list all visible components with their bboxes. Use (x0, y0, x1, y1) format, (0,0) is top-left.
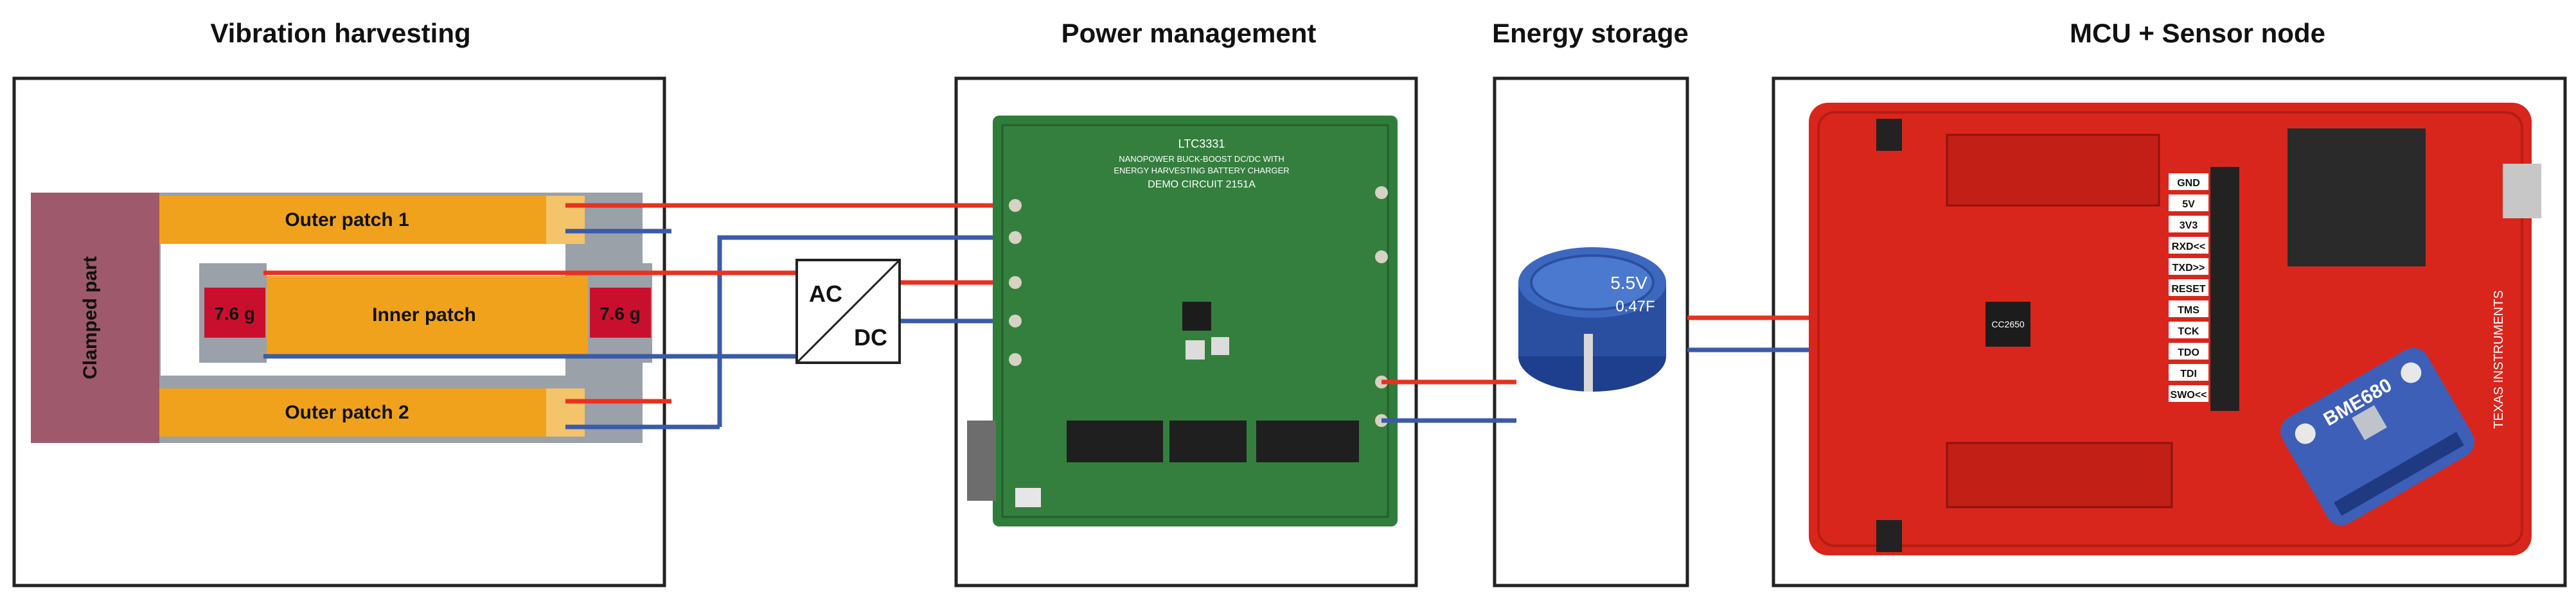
mcu-pin-label: 3V3 (2180, 220, 2198, 231)
pmic-part-label: LTC3331 (1178, 137, 1225, 150)
mcu-vendor-label: TEXAS INSTRUMENTS (2492, 290, 2506, 429)
pmic-terminal (1375, 186, 1388, 199)
mcu-pin-label-bg (2169, 258, 2208, 275)
proof-mass-right-core (590, 288, 651, 338)
mcu-pin-label: GND (2177, 178, 2200, 189)
pmic-desc-line1: NANOPOWER BUCK-BOOST DC/DC WITH (1119, 154, 1284, 164)
proof-mass-left-label: 7.6 g (214, 304, 255, 324)
inner-patch-label: Inner patch (372, 304, 476, 326)
proof-mass-right-label: 7.6 g (600, 304, 641, 324)
pmic-terminal (1009, 276, 1022, 289)
rectifier-dc-label: DC (854, 324, 887, 351)
pmic-ic (1182, 302, 1211, 331)
mcu-pin-label-bg (2169, 300, 2208, 317)
mcu-header-top (1946, 134, 2160, 207)
mcu-pin-label-bg (2169, 385, 2208, 402)
supercapacitor: 5.5V 0.47F (1518, 247, 1666, 392)
mcu-usb-connector (2503, 164, 2541, 218)
bme680-chip (2352, 405, 2387, 440)
acdc-rectifier: AC DC (795, 259, 901, 364)
mcu-header-bottom (1946, 442, 2173, 508)
rectifier-diagonal (795, 259, 901, 364)
mcu-main-chip (2287, 128, 2426, 266)
pmic-desc-line2: ENERGY HARVESTING BATTERY CHARGER (1114, 166, 1289, 175)
pmic-logo (1015, 488, 1041, 507)
mcu-pin-label-bg (2169, 195, 2208, 211)
harvester-wiring (263, 203, 1000, 430)
mcu-header-left-bottom (1876, 520, 1902, 552)
mcu-pin-label: TXD>> (2172, 263, 2205, 274)
outer-patch-1-electrode (546, 196, 585, 244)
mcu-pin-label: TCK (2178, 326, 2199, 337)
mcu-header-left-top (1876, 119, 1902, 151)
pmic-terminal (1009, 199, 1022, 212)
pmic-jumper-row (1067, 421, 1163, 462)
pmic-edge-connector (967, 421, 996, 501)
wire-outer-negative-bus (717, 235, 1000, 427)
bme680-pcb (2280, 347, 2474, 526)
mcu-pin-label-bg (2169, 343, 2208, 360)
pmic-desc-line3: DEMO CIRCUIT 2151A (1148, 179, 1256, 190)
proof-mass-left-core (204, 288, 265, 338)
mcu-pin-label: TDI (2180, 369, 2197, 379)
vibration-harvester: Clamped part Outer patch 1 Inner patch 7… (31, 193, 652, 443)
pmic-jumper-row (1256, 421, 1359, 462)
title-energy-storage: Energy storage (1492, 18, 1689, 48)
supercap-lead (1584, 334, 1593, 392)
bme680-mount-hole (2295, 423, 2316, 444)
outer-patch-2-label: Outer patch 2 (285, 402, 409, 423)
clamped-part (31, 193, 159, 443)
outer-patch-2 (159, 388, 546, 437)
mcu-pin-label: SWO<< (2171, 390, 2207, 401)
mcu-cc2650-chip (1985, 302, 2030, 347)
pmic-inductor (1186, 340, 1205, 360)
outer-patch-1 (159, 196, 546, 244)
outer-patch-1-label: Outer patch 1 (285, 209, 409, 230)
bme680-mount-hole (2401, 362, 2422, 383)
mcu-pin-label: 5V (2182, 199, 2195, 210)
rectifier-ac-label: AC (809, 281, 842, 307)
bme680-pin-strip (2334, 431, 2464, 516)
outer-patch-2-electrode (546, 388, 585, 437)
pmic-demo-board: LTC3331 NANOPOWER BUCK-BOOST DC/DC WITH … (967, 116, 1398, 526)
pmic-terminal (1009, 353, 1022, 366)
title-power-management: Power management (1061, 18, 1317, 48)
pmic-inductor (1211, 337, 1229, 355)
mcu-pin-label: TDO (2178, 347, 2199, 358)
pmic-jumper-row (1169, 421, 1247, 462)
output-wiring (1381, 315, 1812, 423)
supercap-capacitance: 0.47F (1615, 298, 1655, 315)
clamped-part-label: Clamped part (80, 256, 101, 379)
mcu-pin-label: RXD<< (2172, 241, 2205, 252)
mcu-pin-label-bg (2169, 237, 2208, 254)
supercap-top-rim (1530, 254, 1655, 311)
mcu-pin-header (2210, 167, 2239, 411)
title-mcu-sensor-node: MCU + Sensor node (2070, 18, 2325, 48)
mcu-pin-label: TMS (2178, 305, 2199, 316)
mcu-pin-label-bg (2169, 322, 2208, 338)
mcu-pin-label-bg (2169, 364, 2208, 381)
supercap-voltage: 5.5V (1610, 273, 1648, 293)
inner-patch (263, 276, 591, 356)
pmic-terminal (1009, 315, 1022, 327)
mcu-pin-label-bg (2169, 216, 2208, 232)
title-vibration-harvesting: Vibration harvesting (210, 18, 470, 48)
pmic-terminal (1009, 231, 1022, 244)
mcu-pin-label-bg (2169, 173, 2208, 190)
mcu-pcb-border (1817, 111, 2523, 547)
mcu-pin-label-bg (2169, 279, 2208, 296)
mcu-cc2650-label: CC2650 (1991, 319, 2025, 329)
mcu-pin-label: RESET (2171, 284, 2206, 295)
pmic-terminal (1375, 250, 1388, 263)
